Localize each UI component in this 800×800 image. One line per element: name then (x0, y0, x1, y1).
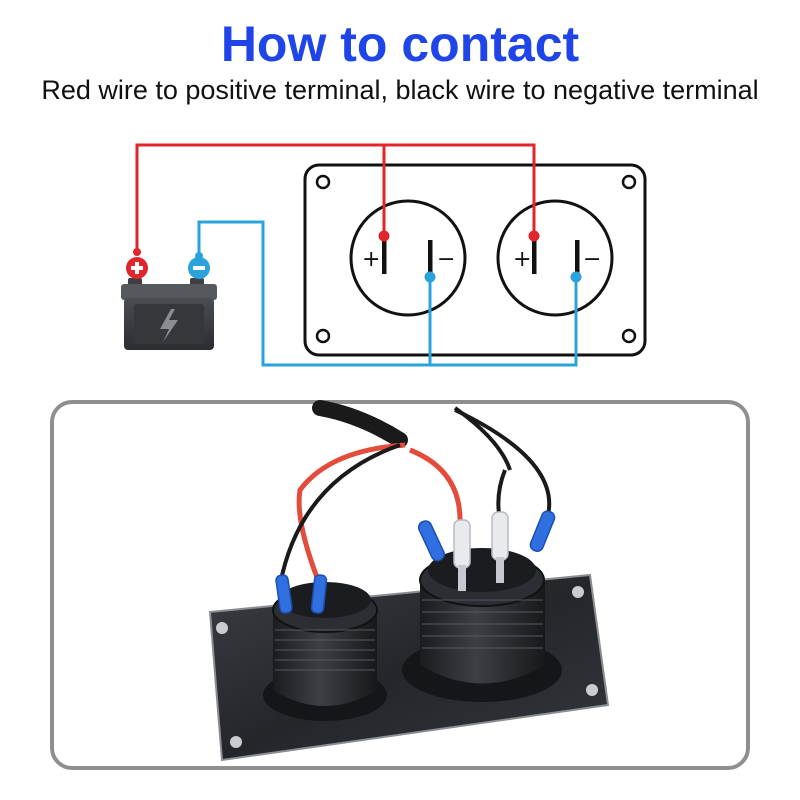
left-socket-outline (349, 199, 467, 317)
page-subtitle: Red wire to positive terminal, black wir… (41, 75, 759, 105)
left-socket-positive-terminal (382, 240, 387, 274)
negative-wire-main (197, 220, 578, 367)
black-wire-right (454, 408, 552, 516)
mounting-hole-icon (621, 328, 637, 344)
battery-icon (121, 248, 217, 350)
right-positive-node-icon (528, 230, 540, 242)
mounting-hole-icon (621, 174, 637, 190)
clear-spade-connectors (453, 511, 509, 569)
mounting-hole-icon (315, 328, 331, 344)
left-socket-plus-label: + (362, 247, 380, 272)
mounting-hole-icon (315, 174, 331, 190)
right-socket-minus-label: − (583, 247, 601, 272)
left-negative-node-icon (424, 271, 436, 283)
right-negative-node-icon (570, 271, 582, 283)
blue-spade-connectors (275, 510, 556, 614)
left-positive-node-icon (378, 230, 390, 242)
red-wire-left (296, 442, 406, 581)
negative-wires (197, 220, 582, 367)
right-socket-plus-label: + (513, 247, 531, 272)
red-wire-right (409, 447, 465, 531)
product-photo (50, 400, 750, 770)
lightning-bolt-icon (160, 309, 178, 342)
switch-panel-schematic: + − + − (303, 163, 647, 357)
left-socket-minus-label: − (437, 247, 455, 272)
cable-sleeve (312, 400, 408, 448)
positive-wire-main (135, 143, 536, 252)
right-socket-outline (496, 199, 614, 317)
black-wire-left (278, 443, 401, 586)
right-usb-socket (402, 548, 562, 702)
positive-wires (135, 143, 540, 252)
right-socket-negative-terminal (575, 240, 580, 274)
page-title: How to contact (220, 16, 580, 72)
left-socket-negative-terminal (428, 240, 433, 274)
right-socket-positive-terminal (532, 240, 537, 274)
